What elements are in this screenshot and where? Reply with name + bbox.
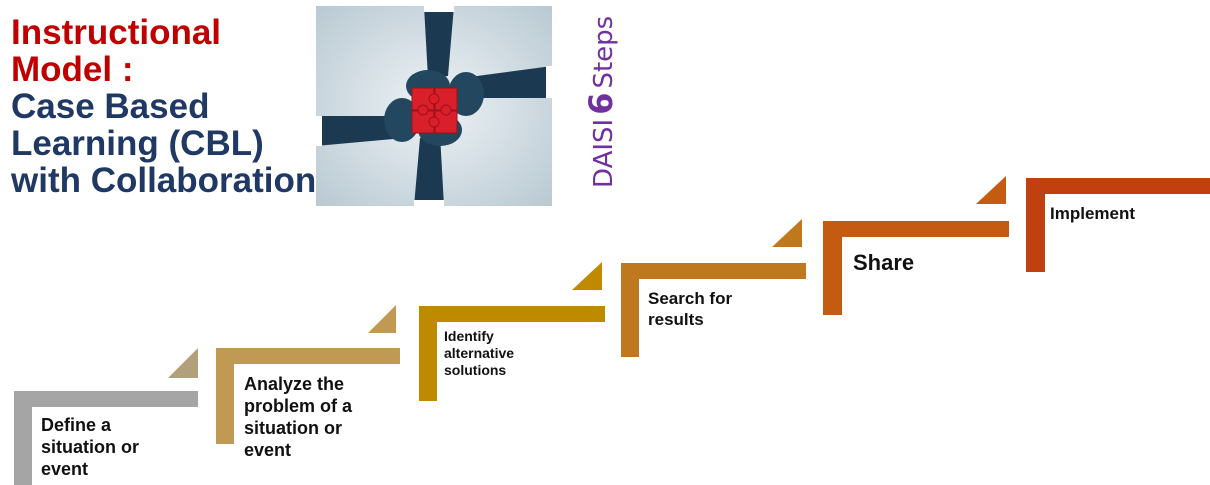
step-label: Define a situation or event [41,415,139,479]
daisi-badge: DAISI 6 Steps [582,15,620,188]
step-arrow-tip [976,176,1006,204]
step-bar [1026,178,1210,194]
badge-suffix: Steps [589,15,619,89]
step-bar [823,221,842,315]
step-bar [216,348,400,364]
step-bar [823,221,1009,237]
title-line: Learning (CBL) [11,124,264,163]
title-line: with Collaboration [11,161,317,200]
title-line: Case Based [11,87,210,126]
step-bar [621,263,639,357]
badge-number: 6 [582,92,620,115]
step-label: Search for results [648,289,733,329]
step-bar [419,306,605,322]
step-bar [216,348,234,444]
step-label: Identify alternative solutions [444,328,515,378]
title-line: Instructional [11,13,222,52]
step-bar [621,263,806,279]
step-arrow-tip [572,262,602,290]
step-arrow-tip [368,305,396,333]
badge-prefix: DAISI [589,118,619,188]
step-arrow-tip [168,348,198,378]
step-label: Analyze the problem of a situation or ev… [244,374,353,460]
step-label: Share [853,250,915,275]
step-bar [1026,178,1045,272]
puzzle-hands-icon [316,6,552,206]
page-title: Instructional Model : Case Based Learnin… [11,14,316,199]
step-label: Implement [1050,204,1136,223]
step-bar [14,391,198,407]
title-line: Model : [11,50,134,89]
step-bar [14,391,32,485]
step-arrow-tip [772,219,802,247]
step-bar [419,306,437,401]
